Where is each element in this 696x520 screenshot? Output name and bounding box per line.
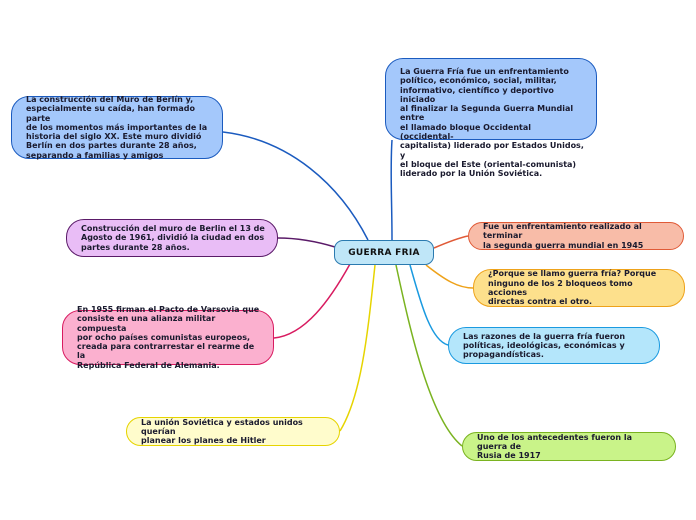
connector-construccion	[277, 237, 336, 248]
topic-enfrentamiento-1945[interactable]: Fue un enfrentamiento realizado al termi…	[468, 222, 684, 250]
connector-guerra-fria	[390, 139, 393, 241]
topic-muro-berlin[interactable]: La construcción del Muro de Berlín y, es…	[11, 94, 223, 160]
topic-porque-guerra-fria[interactable]: ¿Porque se llamo guerra fría? Porque nin…	[473, 269, 685, 307]
connector-antecedentes	[395, 264, 463, 447]
topic-text: La Guerra Fría fue un enfrentamiento pol…	[400, 67, 584, 179]
topic-text: Construcción del muro de Berlin el 13 de…	[81, 224, 265, 252]
topic-pacto-varsovia[interactable]: En 1955 firman el Pacto de Varsovia que …	[62, 305, 274, 370]
connector-muro-berlin	[222, 131, 369, 241]
central-topic[interactable]: GUERRA FRIA	[334, 240, 434, 265]
topic-text: Fue un enfrentamiento realizado al termi…	[483, 222, 644, 250]
connector-varsovia	[273, 263, 351, 339]
topic-text: Las razones de la guerra fría fueron pol…	[463, 331, 626, 360]
connector-union	[339, 264, 376, 432]
topic-text: La unión Soviética y estados unidos quer…	[141, 417, 303, 446]
connector-razones	[409, 264, 449, 346]
topic-text: ¿Porque se llamo guerra fría? Porque nin…	[488, 269, 657, 307]
connector-porque	[425, 264, 474, 289]
connector-enfrentamiento	[433, 235, 469, 249]
topic-union-sovietica[interactable]: La unión Soviética y estados unidos quer…	[126, 417, 340, 446]
topic-guerra-fria-definicion[interactable]: La Guerra Fría fue un enfrentamiento pol…	[385, 58, 597, 178]
topic-text: En 1955 firman el Pacto de Varsovia que …	[77, 304, 260, 370]
topic-construccion-muro[interactable]: Construcción del muro de Berlin el 13 de…	[66, 219, 278, 257]
central-topic-label: GUERRA FRIA	[348, 247, 420, 258]
topic-razones[interactable]: Las razones de la guerra fría fueron pol…	[448, 327, 660, 364]
topic-antecedentes[interactable]: Uno de los antecedentes fueron la guerra…	[462, 432, 676, 461]
topic-text: Uno de los antecedentes fueron la guerra…	[477, 432, 633, 461]
topic-text: La construcción del Muro de Berlín y, es…	[26, 94, 208, 160]
